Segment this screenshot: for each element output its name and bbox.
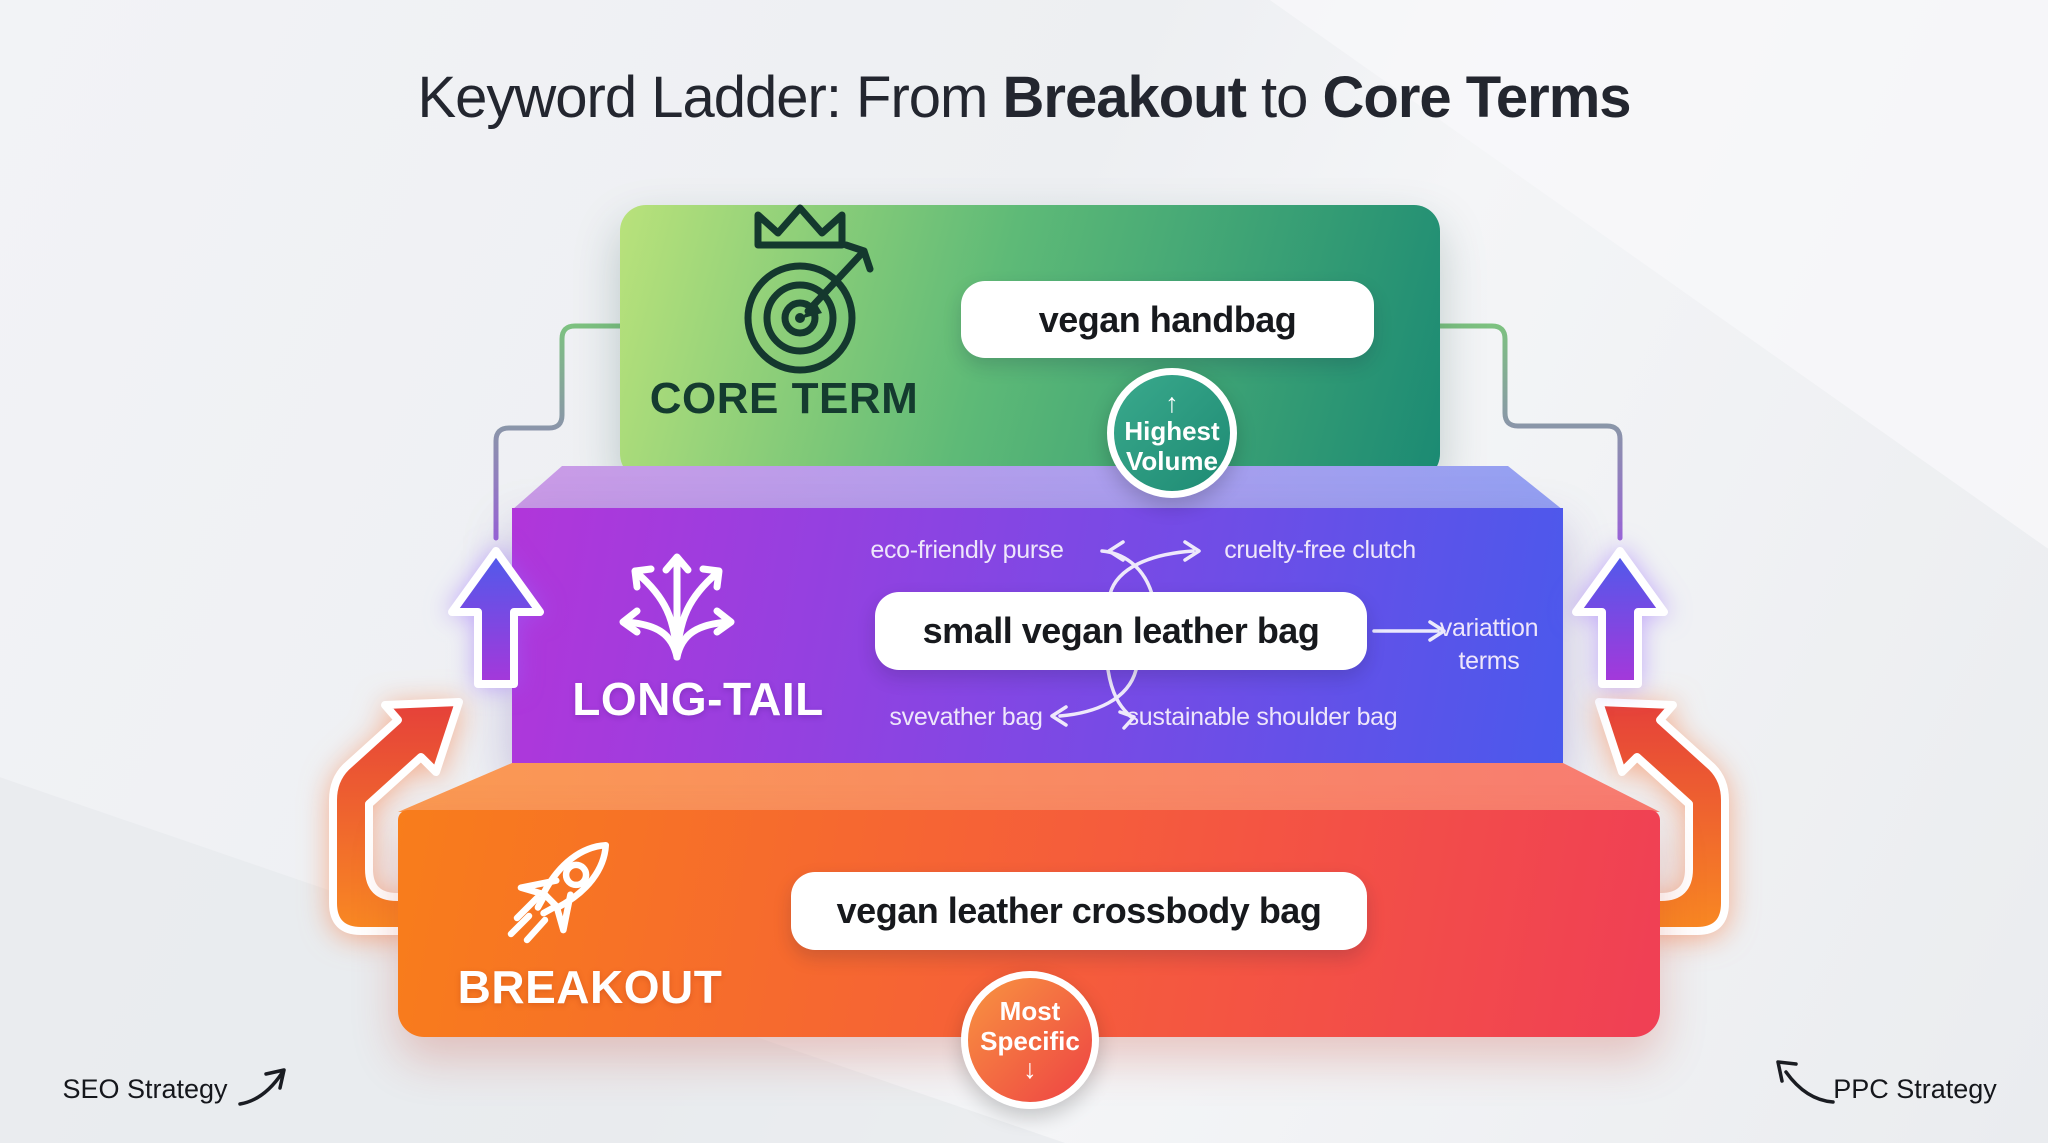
satellite-eco-friendly-purse: eco-friendly purse (870, 536, 1064, 564)
breakout-keyword-pill: vegan leather crossbody bag (791, 872, 1367, 950)
title-prefix: Keyword Ladder: From (417, 65, 1003, 130)
title-connector: to (1245, 65, 1323, 130)
highest-volume-badge: ↑ Highest Volume (1107, 368, 1237, 498)
down-arrow-icon: ↓ (1023, 1053, 1037, 1084)
left-up-arrow (448, 547, 544, 688)
seo-arrow-head (264, 1068, 286, 1090)
core-term-label: CORE TERM (649, 374, 919, 423)
up-arrow-icon: ↑ (1165, 388, 1179, 419)
core-keyword-pill: vegan handbag (961, 281, 1374, 358)
title-breakout: Breakout (1002, 65, 1246, 130)
longtail-tier-top-face (512, 466, 1563, 510)
most-specific-badge: Most Specific ↓ (961, 971, 1099, 1109)
title-core-terms: Core Terms (1322, 65, 1632, 130)
rocket-icon (507, 841, 610, 944)
right-bent-up-arrow (1595, 698, 1729, 935)
ppc-strategy-label: PPC Strategy (1833, 1074, 1997, 1104)
variation-terms-line1: variattion (1439, 614, 1539, 642)
right-connector-line (1437, 323, 1623, 541)
breakout-label: BREAKOUT (457, 961, 723, 1013)
target-crown-icon (744, 204, 874, 374)
right-up-arrow (1572, 547, 1668, 688)
satellite-sustainable-shoulder-bag: sustainable shoulder bag (1126, 703, 1398, 731)
left-bent-up-arrow (329, 698, 463, 935)
badge-line1: Most (999, 996, 1061, 1027)
badge-line1: Highest (1124, 416, 1220, 447)
satellite-svevather-bag: svevather bag (889, 703, 1043, 731)
satellite-cruelty-free-clutch: cruelty-free clutch (1224, 536, 1416, 564)
badge-line2: Specific (980, 1025, 1080, 1056)
seo-strategy-label: SEO Strategy (62, 1074, 228, 1104)
left-connector-line (493, 323, 623, 541)
longtail-keyword-pill: small vegan leather bag (875, 592, 1367, 670)
satellite-curve-arrows (1050, 540, 1446, 730)
breakout-tier-top-face (398, 763, 1660, 812)
badge-line2: Volume (1126, 445, 1218, 476)
page-title: Keyword Ladder: From Breakout to Core Te… (0, 64, 2048, 131)
ppc-arrow-icon (1784, 1070, 1835, 1104)
seo-arrow-icon (238, 1071, 284, 1106)
satellite-variation-terms: variattion terms (1414, 612, 1564, 678)
ppc-arrow-head (1776, 1060, 1798, 1083)
variation-terms-line2: terms (1458, 647, 1520, 675)
longtail-label: LONG-TAIL (572, 673, 824, 725)
branch-arrows-icon (619, 553, 735, 661)
